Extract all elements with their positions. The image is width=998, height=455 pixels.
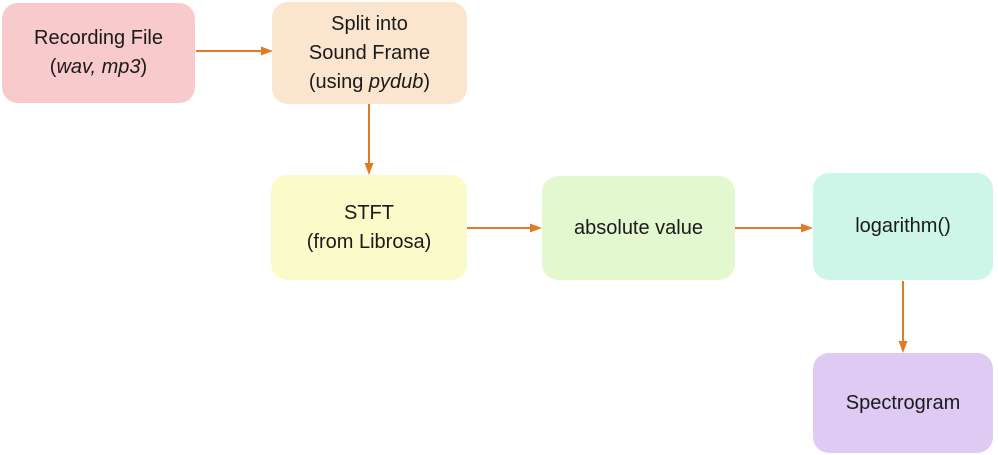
- arrow-stft-to-absolute: [467, 223, 542, 233]
- node-label: logarithm(): [855, 215, 951, 237]
- node-label: STFT(from Librosa): [306, 201, 432, 253]
- node-recording-file: Recording File(wav, mp3): [2, 3, 195, 103]
- arrow-logarithm-to-spectrogram: [898, 281, 908, 353]
- node-stft: STFT(from Librosa): [271, 175, 467, 280]
- node-absolute-value: absolute value: [542, 176, 735, 280]
- node-label: Recording File(wav, mp3): [34, 27, 163, 78]
- arrow-split-to-stft: [364, 104, 374, 175]
- arrow-absolute-to-logarithm: [735, 223, 813, 233]
- node-spectrogram: Spectrogram: [813, 353, 993, 453]
- node-label: Spectrogram: [845, 391, 961, 414]
- node-logarithm: logarithm(): [813, 173, 993, 280]
- node-label: absolute value: [574, 216, 703, 239]
- arrow-recording-to-split: [196, 46, 273, 56]
